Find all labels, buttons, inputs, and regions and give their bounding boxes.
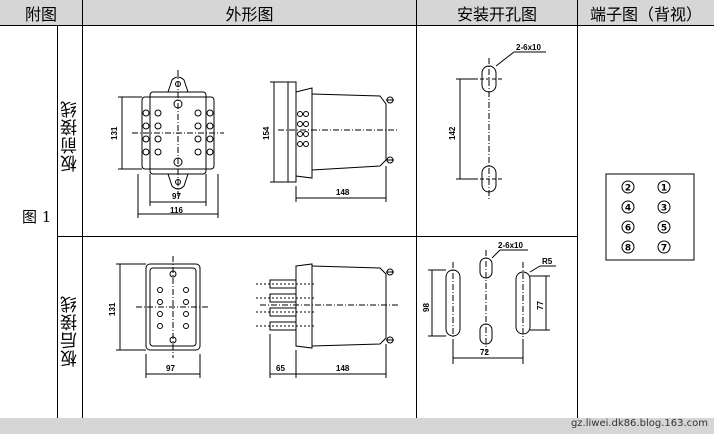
- dim-rear-hole-slot: 2-6x10: [498, 241, 523, 250]
- grid-line: [0, 25, 714, 26]
- rear-side-view: [256, 263, 398, 378]
- dim-front-width-outer: 116: [170, 206, 183, 215]
- grid-line: [82, 0, 83, 418]
- terminal-number: 6: [625, 224, 631, 234]
- header-terminal: 端子图（背视）: [578, 0, 714, 25]
- watermark: gz.liwei.dk86.blog.163.com: [570, 418, 708, 429]
- terminal-number: 4: [625, 204, 631, 214]
- terminal-circle: [621, 200, 635, 214]
- header-mount-label: 安装开孔图: [456, 4, 537, 24]
- terminal-circle: [657, 220, 671, 234]
- terminal-circle: [657, 180, 671, 194]
- dim-front-hole-spacing: 142: [448, 126, 457, 140]
- header-terminal-label: 端子图（背视）: [589, 4, 702, 24]
- terminal-number: 8: [625, 244, 631, 254]
- terminal-number: 1: [661, 184, 667, 194]
- dim-rear-hole-height-left: 98: [422, 303, 431, 312]
- dim-front-height: 131: [110, 126, 119, 140]
- dim-rear-radius: R5: [542, 257, 553, 266]
- terminal-number: 7: [661, 244, 667, 254]
- header-outline: 外形图: [83, 0, 416, 25]
- rear-mount-holes: [428, 249, 556, 364]
- grid-line: [577, 0, 578, 418]
- grid-line: [416, 0, 417, 418]
- header-attach-label: 附图: [24, 4, 57, 24]
- dim-rear-side-stub: 65: [276, 364, 285, 373]
- terminal-circle: [657, 240, 671, 254]
- front-outline-view: [118, 70, 224, 218]
- header-attach: 附图: [0, 0, 82, 25]
- dim-front-side-height: 154: [262, 126, 271, 140]
- terminal-circle: [657, 200, 671, 214]
- terminal-circle: [621, 220, 635, 234]
- terminal-circle: [621, 180, 635, 194]
- terminal-number: 5: [661, 224, 667, 234]
- header-mount: 安装开孔图: [417, 0, 577, 25]
- terminal-circle: [621, 240, 635, 254]
- terminal-grid: 2 1 4 3 6 5 8 7: [621, 180, 671, 254]
- dim-front-side-depth: 148: [336, 188, 350, 197]
- grid-line: [57, 25, 58, 418]
- dim-front-width-inner: 97: [172, 192, 181, 201]
- header-outline-label: 外形图: [225, 4, 274, 24]
- figure-label: 图 1: [22, 208, 52, 226]
- dim-rear-side-depth: 148: [336, 364, 350, 373]
- dim-rear-hole-height-right: 77: [536, 301, 545, 310]
- front-mount-holes: [456, 51, 546, 200]
- dim-rear-hole-width: 72: [480, 348, 489, 357]
- grid-line: [57, 236, 577, 237]
- terminal-box: [605, 173, 695, 261]
- dim-front-hole-slot: 2-6x10: [516, 43, 541, 52]
- terminal-number: 3: [661, 204, 667, 214]
- rear-outline-view: [116, 256, 210, 378]
- terminal-number: 2: [625, 184, 631, 194]
- footer-bar: [0, 418, 714, 434]
- dim-rear-width: 97: [166, 364, 175, 373]
- front-side-view: [270, 81, 398, 202]
- dim-rear-height: 131: [108, 302, 117, 316]
